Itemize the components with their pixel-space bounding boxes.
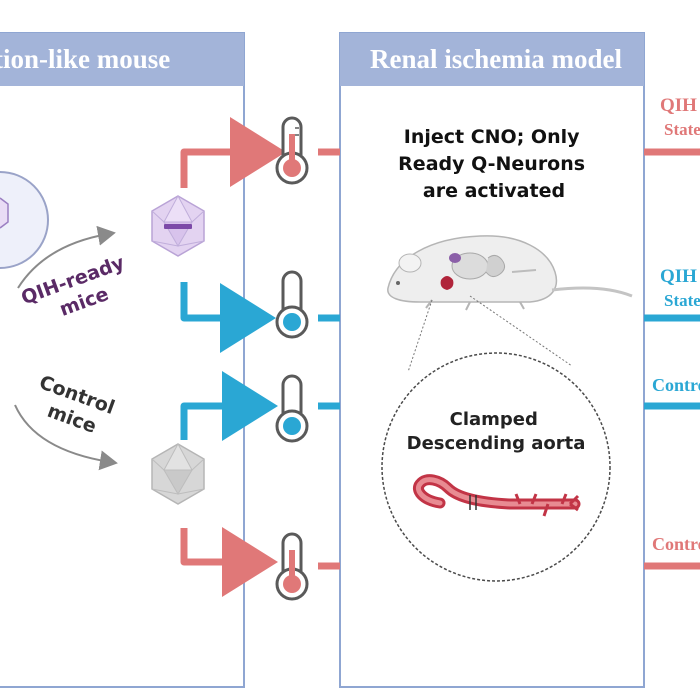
arrow-control-cold <box>180 371 278 441</box>
center-panel-title: Renal ischemia model <box>370 44 622 74</box>
mouse-icon <box>387 235 633 311</box>
icosahedron-control-icon <box>151 442 205 505</box>
aorta-icon <box>413 474 581 517</box>
aorta-zoom-circle: Clamped Descending aorta <box>381 352 611 582</box>
outcome-label-4: Contro <box>652 534 700 554</box>
arrow-qih-warm <box>180 117 286 188</box>
center-panel-header <box>340 33 644 86</box>
outcome-label-2: QIH State <box>660 266 700 310</box>
arrow-control-warm <box>180 527 278 597</box>
arrow-to-control-group <box>14 404 118 471</box>
instruction-text: Inject CNO; Only Ready Q-Neurons are act… <box>398 126 590 202</box>
thermometer-high-icon <box>275 116 309 185</box>
left-panel: tion-like mouse <box>0 32 245 688</box>
arrow-to-qih-group <box>17 225 116 289</box>
thermometer-high-icon <box>275 532 309 601</box>
source-circle <box>0 171 49 269</box>
arrow-qih-cold <box>180 282 276 353</box>
left-panel-header <box>0 33 244 86</box>
thermometer-low-icon <box>275 270 309 339</box>
left-panel-title: tion-like mouse <box>0 44 170 74</box>
clamp-text: Clamped Descending aorta <box>407 409 586 454</box>
icosahedron-virus-icon <box>151 194 205 257</box>
outcome-label-1: QIH State <box>660 95 700 139</box>
thermometer-low-icon <box>275 374 309 443</box>
outcome-label-3: Contro <box>652 375 700 395</box>
